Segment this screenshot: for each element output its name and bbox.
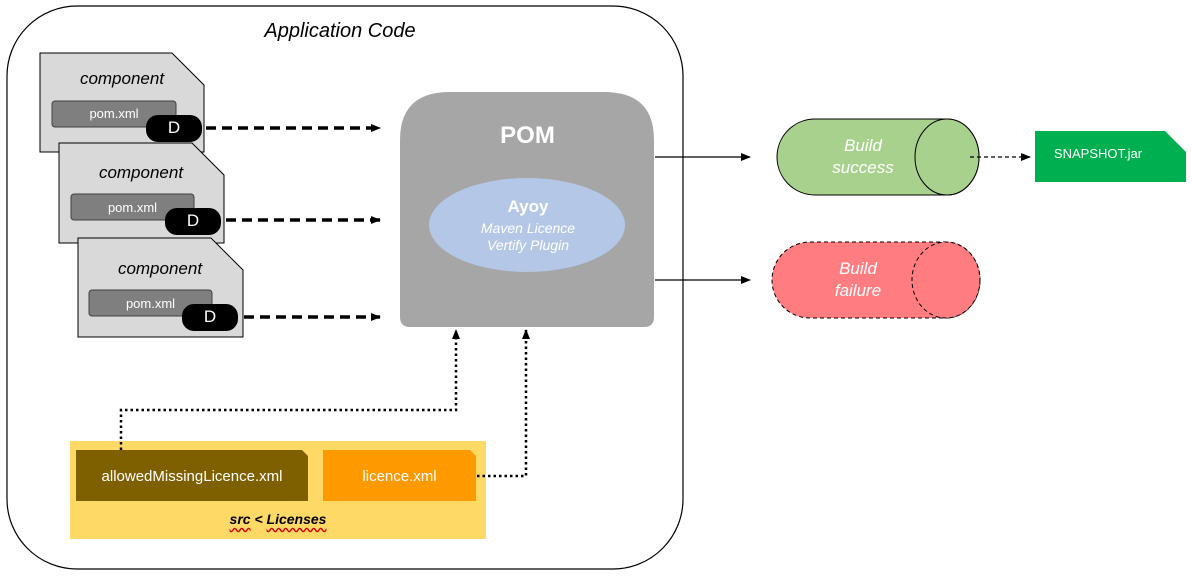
allowed-missing-licence-file <box>76 450 308 501</box>
pom-file-label-1: pom.xml <box>89 106 139 121</box>
d-badge-label-1: D <box>167 118 181 137</box>
allowed-missing-licence-label: allowedMissingLicence.xml <box>101 468 283 485</box>
component-label-3: component <box>117 259 203 278</box>
snapshot-jar-file <box>1035 131 1186 182</box>
pom-title: POM <box>500 122 555 149</box>
d-badge-3 <box>182 304 238 331</box>
dotted-link-allowed-to-pom <box>119 329 460 450</box>
component-card-1 <box>39 52 205 153</box>
pom-file-label-3: pom.xml <box>125 296 176 311</box>
licenses-folder-label: src < Licenses <box>70 511 486 527</box>
folder-separator: < <box>250 511 267 527</box>
build-failure-cylinder <box>771 241 981 319</box>
application-code-title: Application Code <box>264 20 416 42</box>
build-success-label: Build success <box>808 135 918 179</box>
plugin-ellipse <box>429 178 625 272</box>
build-success-line-2: success <box>832 158 894 177</box>
build-failure-label: Build failure <box>803 258 913 302</box>
plugin-description: Maven Licence Vertify Plugin <box>430 220 626 254</box>
pom-file-box-2 <box>70 193 195 221</box>
folder-src: src <box>229 511 251 527</box>
pom-file-box-3 <box>88 289 213 317</box>
component-card-2 <box>58 142 225 244</box>
d-badge-label-2: D <box>186 211 200 230</box>
pom-file-label-2: pom.xml <box>107 200 158 215</box>
plugin-desc-line-1: Maven Licence <box>480 220 576 236</box>
snapshot-jar-label: SNAPSHOT.jar <box>1053 146 1143 161</box>
component-label-2: component <box>98 163 184 182</box>
pom-file-box-1 <box>51 100 177 128</box>
component-card-3 <box>77 237 244 338</box>
folder-name: Licenses <box>266 511 327 527</box>
licence-file-label: licence.xml <box>362 468 437 485</box>
build-failure-line-2: failure <box>834 281 882 300</box>
plugin-name: Ayoy <box>507 197 549 216</box>
d-badge-1 <box>146 115 202 142</box>
build-failure-line-1: Build <box>839 259 877 278</box>
plugin-desc-line-2: Vertify Plugin <box>487 237 569 253</box>
d-badge-label-3: D <box>203 307 217 326</box>
component-label-1: component <box>79 69 165 88</box>
build-success-cylinder <box>776 118 980 196</box>
build-success-line-1: Build <box>844 136 882 155</box>
licence-file <box>323 450 476 501</box>
d-badge-2 <box>165 208 221 235</box>
